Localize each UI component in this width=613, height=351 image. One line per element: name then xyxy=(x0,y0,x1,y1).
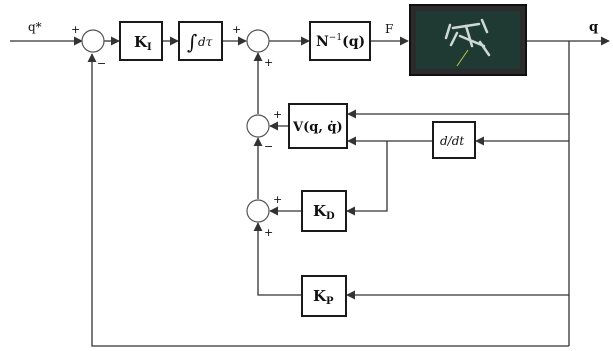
sign-sum2-input: + xyxy=(232,23,241,36)
summing-junction-2 xyxy=(246,29,270,53)
svg-text:N−1(q): N−1(q) xyxy=(316,33,365,50)
sign-sum3-v: + xyxy=(273,108,282,121)
sign-sum1-feedback: − xyxy=(97,57,106,70)
kp-block: KP xyxy=(301,275,347,317)
kd-block: KD xyxy=(301,190,347,232)
wire-kp-sum4 xyxy=(253,222,301,296)
sign-sum1-input: + xyxy=(71,23,80,36)
svg-text:V(q, q̇): V(q, q̇) xyxy=(292,120,343,135)
robot-icon xyxy=(444,18,491,57)
force-signal-label: F xyxy=(385,22,393,36)
wire-deriv-to-kd xyxy=(346,141,388,216)
svg-text:KD: KD xyxy=(313,202,335,222)
input-signal-label: q* xyxy=(28,20,42,34)
sign-sum2-lower: + xyxy=(264,56,273,69)
sign-sum4-kp: + xyxy=(264,226,273,239)
sign-sum3-lower: − xyxy=(264,140,273,153)
integrator-label: dτ xyxy=(198,35,213,49)
ki-block: KI xyxy=(119,21,163,61)
summing-junction-1 xyxy=(81,29,105,53)
v-block: V(q, q̇) xyxy=(288,103,348,149)
integrator-block: ∫ dτ xyxy=(178,21,223,61)
robot-plant-image xyxy=(409,4,527,76)
summing-junction-4 xyxy=(246,199,270,223)
svg-text:d/dt: d/dt xyxy=(440,134,464,148)
ninv-block: N−1(q) xyxy=(309,21,371,61)
summing-junction-3 xyxy=(246,114,270,138)
integral-sign: ∫ xyxy=(187,30,197,54)
output-signal-label: q xyxy=(589,20,598,35)
wire-outer-feedback xyxy=(87,53,569,347)
signal-wires xyxy=(10,36,610,347)
svg-text:KP: KP xyxy=(313,287,334,307)
sign-sum4-kd: + xyxy=(273,193,282,206)
svg-text:KI: KI xyxy=(134,33,152,53)
deriv-block: d/dt xyxy=(432,121,476,159)
